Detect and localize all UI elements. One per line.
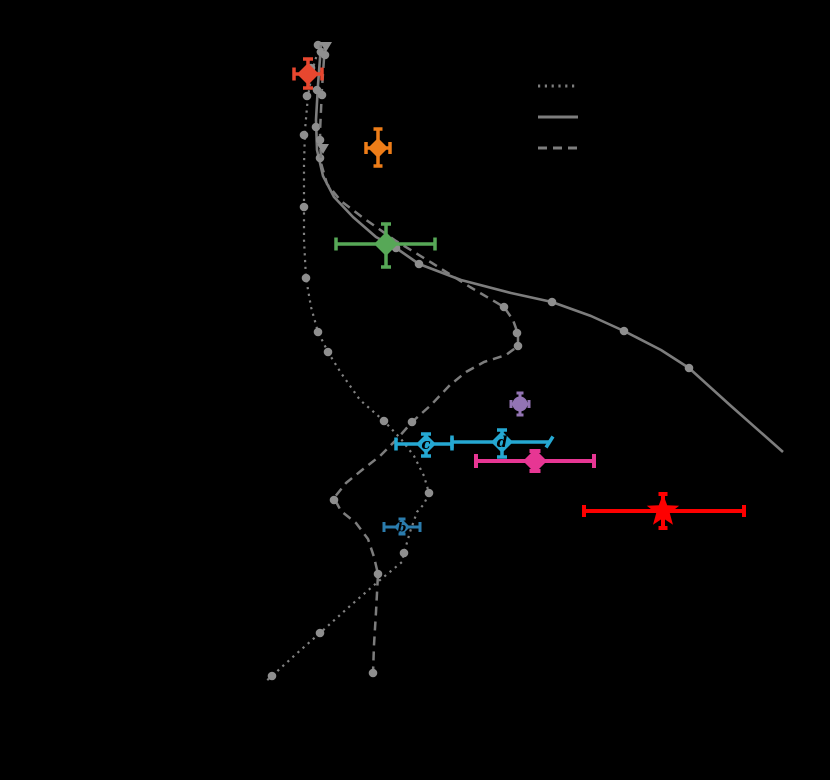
curve-dashed-marker (329, 495, 339, 505)
gray-triangle-down-marker (317, 144, 329, 154)
red-diamond-point-marker (297, 63, 319, 85)
curve-dashed-marker (512, 328, 522, 338)
curve-dashed-marker (320, 50, 330, 60)
curve-dashed-marker (317, 90, 327, 100)
curve-dotted-marker (299, 202, 309, 212)
red-star-point (582, 492, 746, 530)
cyan-d-diamond-point: d (450, 428, 555, 459)
curve-dotted-line (264, 43, 431, 683)
blue-b-diamond-point-letter: b (398, 520, 407, 535)
curve-dotted-marker (301, 273, 311, 283)
blue-b-diamond-point: b (382, 517, 422, 536)
cyan-c-diamond-point: c (394, 432, 454, 458)
cyan-d-diamond-point-marker (491, 431, 513, 453)
curve-dashed-marker (373, 569, 383, 579)
curve-dashed-marker (368, 668, 378, 678)
curve-dotted-marker (399, 548, 409, 558)
curve-solid-marker (684, 363, 694, 373)
curve-solid-marker (311, 122, 321, 132)
curve-dashed-marker (513, 341, 523, 351)
green-diamond-point-marker (374, 232, 398, 256)
purple-circle-point (509, 391, 531, 417)
green-diamond-point (334, 222, 437, 269)
curve-solid-marker (315, 153, 325, 163)
red-diamond-point (292, 57, 324, 90)
curve-solid-marker (547, 297, 557, 307)
orange-diamond-point-marker (368, 138, 388, 158)
cyan-c-diamond-point-marker (416, 434, 436, 454)
curve-solid-marker (619, 326, 629, 336)
curve-dotted-marker (379, 416, 389, 426)
curve-dashed (315, 43, 523, 678)
blue-b-diamond-point-marker (394, 519, 410, 535)
curve-dashed-marker (499, 302, 509, 312)
orange-diamond-point (364, 127, 392, 168)
curve-dashed-line (318, 43, 520, 674)
curve-solid (311, 44, 784, 453)
cyan-d-diamond-point-xerr-cap-right (544, 435, 555, 449)
cyan-c-diamond-point-letter: c (421, 435, 430, 453)
curve-dotted (264, 40, 434, 683)
magenta-diamond-point-marker (523, 449, 547, 473)
curve-dotted-marker (323, 347, 333, 357)
curve-dotted-marker (424, 488, 434, 498)
curve-dashed-marker (407, 417, 417, 427)
curve-dotted-marker (267, 671, 277, 681)
curve-dotted-marker (313, 327, 323, 337)
curve-dashed-marker (315, 135, 325, 145)
gray-triangle-down-marker (320, 42, 332, 52)
curve-dotted-marker (315, 628, 325, 638)
red-star-point-marker (646, 494, 680, 525)
curve-dotted-marker (302, 91, 312, 101)
legend (538, 84, 578, 150)
curve-dotted-marker (299, 130, 309, 140)
magenta-diamond-point (474, 449, 596, 473)
cyan-d-diamond-point-letter: d (497, 433, 508, 451)
purple-circle-point-marker (512, 396, 528, 412)
curve-solid-marker (414, 259, 424, 269)
